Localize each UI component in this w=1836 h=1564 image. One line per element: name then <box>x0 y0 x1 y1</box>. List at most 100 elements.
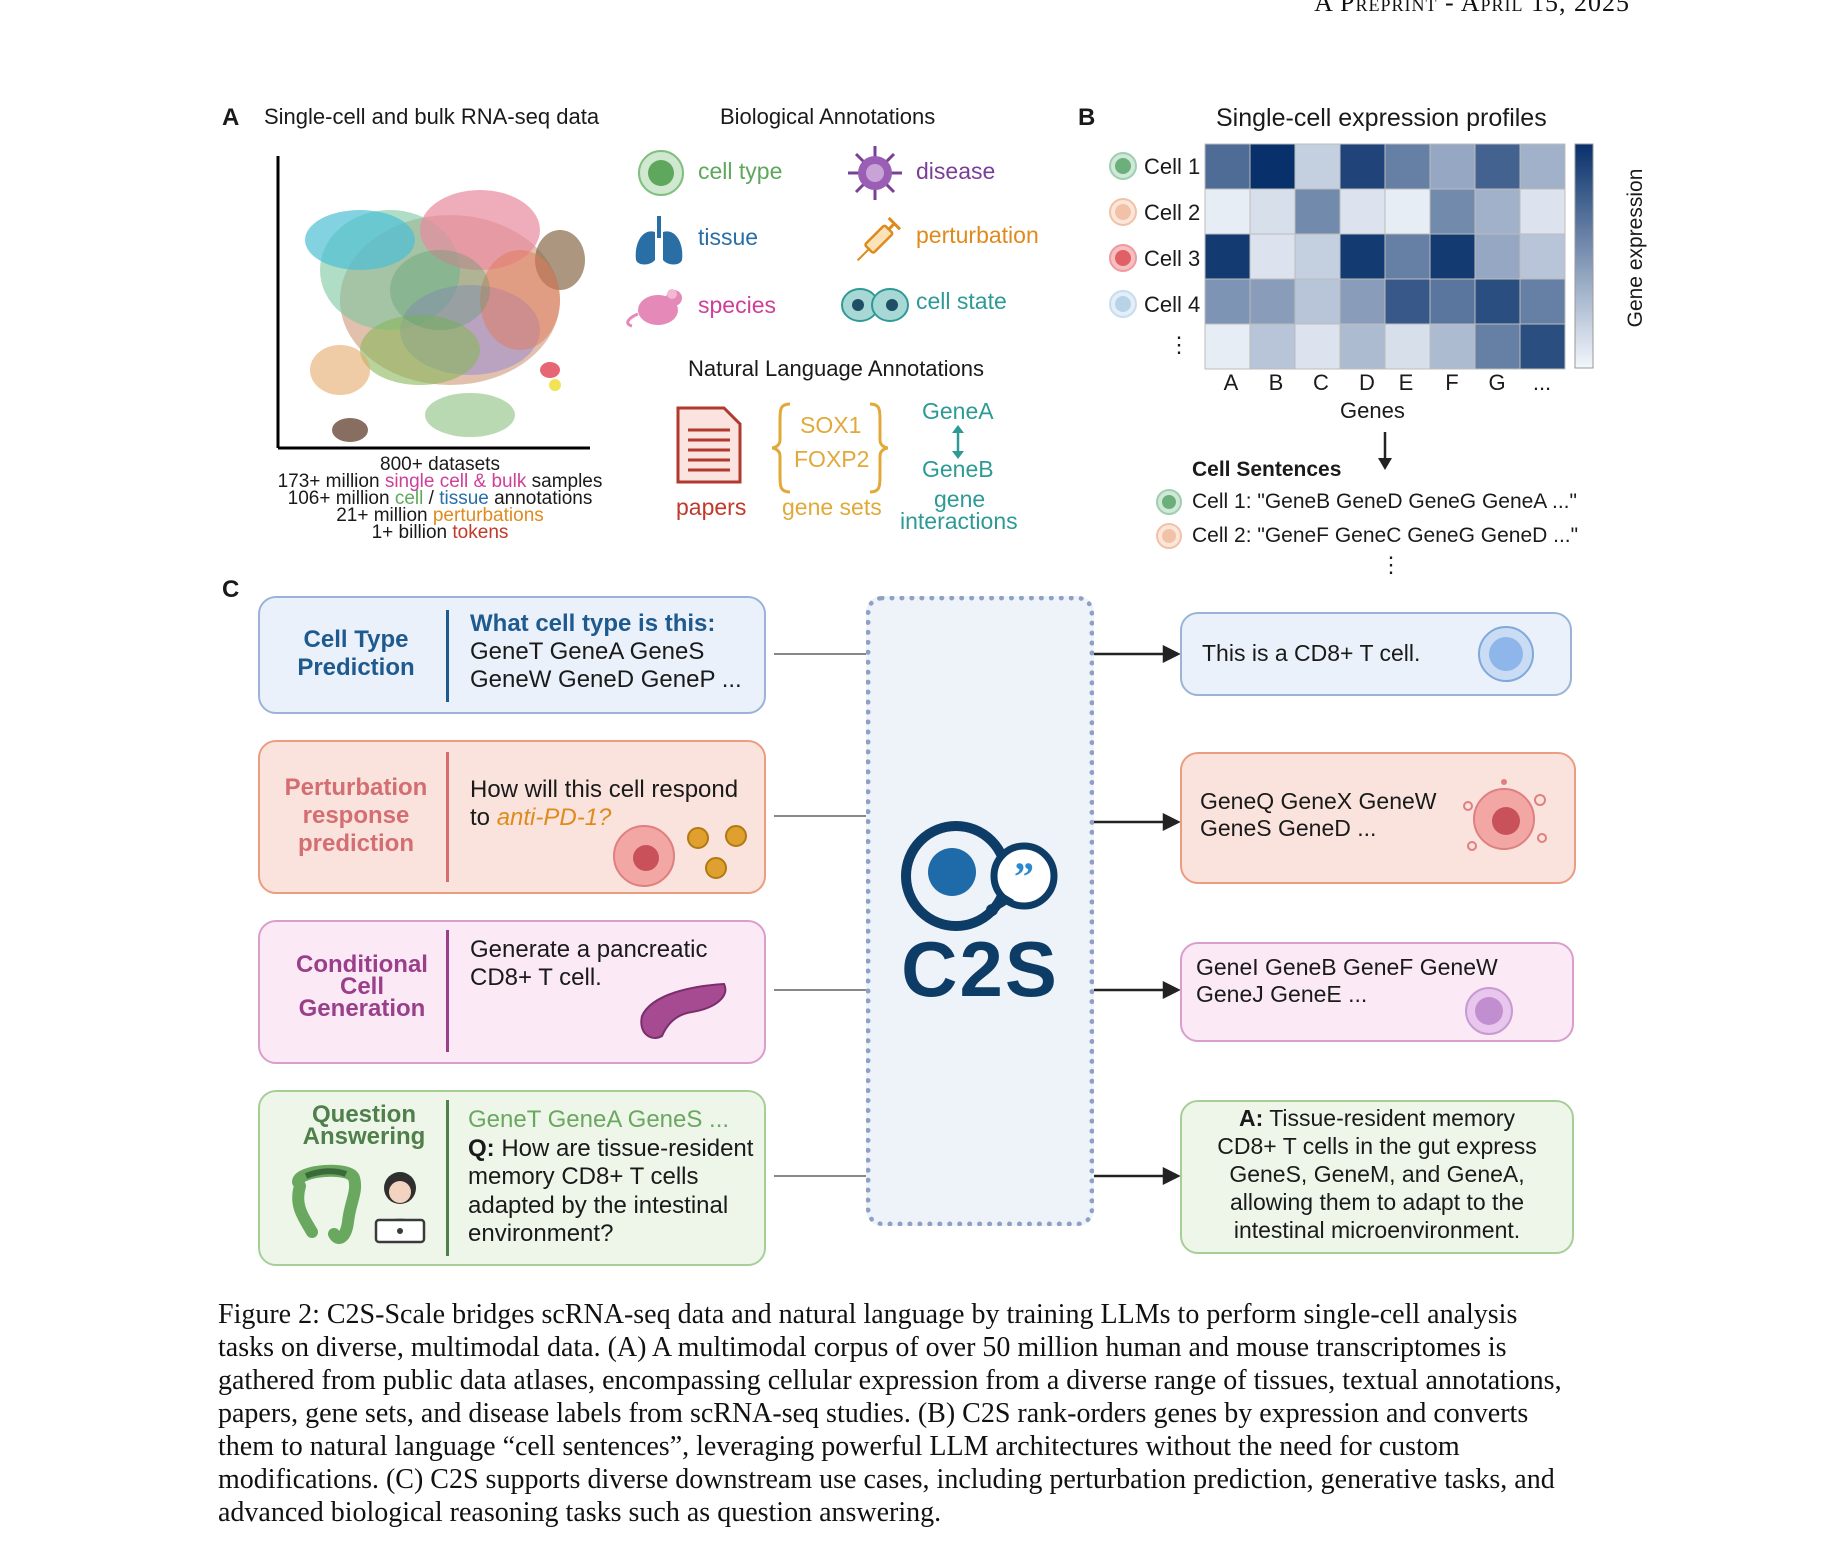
task-cell-type-query: What cell type is this: GeneT GeneA Gene… <box>470 610 742 693</box>
pancreas-icon <box>640 982 727 1039</box>
heatmap-cell <box>1384 323 1431 370</box>
perturbation-label: perturbation <box>916 222 1039 248</box>
heatmap-cell <box>1474 143 1521 190</box>
output-arrows <box>1094 644 1180 1186</box>
gene-tick-e: E <box>1398 370 1414 395</box>
stat-annotations: 106+ million cell / tissue annotations <box>287 488 593 509</box>
lung-icon <box>635 216 683 265</box>
stat-tokens: 1+ billion tokens <box>371 522 509 543</box>
cell-sentence-2: Cell 2: "GeneF GeneC GeneG GeneD ..." <box>1192 524 1579 547</box>
figure-caption: Figure 2: C2S-Scale bridges scRNA-seq da… <box>218 1298 1630 1529</box>
mouse-icon <box>626 289 682 328</box>
cell-type-icon <box>638 150 684 196</box>
panel-c-letter: C <box>222 576 240 603</box>
running-header: A Preprint - April 15, 2025 <box>1314 0 1630 17</box>
heatmap-cell <box>1204 323 1251 370</box>
task-generation-divider <box>446 930 449 1052</box>
cell-sentence-1: Cell 1: "GeneB GeneD GeneG GeneA ..." <box>1192 490 1577 513</box>
heatmap-cell <box>1294 188 1341 235</box>
heatmap-cell <box>1384 278 1431 325</box>
heatmap-cell <box>1429 143 1476 190</box>
task-perturbation-query: How will this cell respond to anti-PD-1? <box>470 776 739 831</box>
species-label: species <box>698 292 776 318</box>
cell-label-1: Cell 1 <box>1144 154 1201 179</box>
gene-tick-c: C <box>1313 370 1329 395</box>
gene-interactions-label-2: interactions <box>900 508 1018 534</box>
heatmap-cell <box>1519 143 1566 190</box>
gene-interactions-label-1: gene <box>934 486 986 512</box>
cell-ellipsis: ⋮ <box>1168 332 1190 357</box>
c2s-logo-text: C2S <box>901 925 1059 1013</box>
genes-axis-label: Genes <box>1340 398 1405 423</box>
nl-annotations-title: Natural Language Annotations <box>688 356 985 381</box>
heatmap-cell <box>1204 143 1251 190</box>
caption-line: tasks on diverse, multimodal data. (A) A… <box>218 1332 1507 1363</box>
stat-samples: 173+ million single cell & bulk samples <box>277 471 603 492</box>
answer-qa-box <box>1180 1100 1574 1254</box>
gene-tick-g: G <box>1488 370 1506 395</box>
task-cell-type-divider <box>446 610 449 702</box>
intestine-and-researcher-icon <box>292 1164 426 1244</box>
panel-b-title: Single-cell expression profiles <box>1216 104 1547 132</box>
cell-state-label: cell state <box>916 288 1007 314</box>
heatmap-cell <box>1249 143 1296 190</box>
sentence-ellipsis: ⋮ <box>1380 552 1402 577</box>
disease-icon <box>848 146 902 200</box>
heatmap-cell <box>1294 323 1341 370</box>
gene-set-item-2: FOXP2 <box>794 446 870 472</box>
embedding-plot <box>276 156 590 450</box>
gene-a-label: GeneA <box>922 398 994 424</box>
dataset-stats: 800+ datasets 173+ million single cell &… <box>250 454 630 543</box>
svg-text:”: ” <box>1014 854 1034 899</box>
gene-sets-braces <box>771 402 889 494</box>
gene-set-item-1: SOX1 <box>800 412 862 438</box>
heatmap-cell <box>1339 188 1386 235</box>
gene-tick-b: B <box>1268 370 1284 395</box>
task-qa-divider <box>446 1100 449 1256</box>
heatmap-cell <box>1519 233 1566 280</box>
heatmap-cell <box>1339 143 1386 190</box>
bio-annotations-title: Biological Annotations <box>720 104 936 129</box>
task-qa-query: GeneT GeneA GeneS ... Q: How are tissue-… <box>468 1106 754 1247</box>
gene-tick-d: D <box>1359 370 1375 395</box>
caption-line: gathered from public data atlases, encom… <box>218 1365 1562 1396</box>
cell-sentences-title: Cell Sentences <box>1192 458 1342 481</box>
answer-generation-box <box>1180 942 1574 1042</box>
heatmap-cell <box>1384 188 1431 235</box>
answer-cell-type-text: This is a CD8+ T cell. <box>1202 640 1421 666</box>
stat-perturbations: 21+ million perturbations <box>336 505 544 526</box>
heatmap-cell <box>1474 188 1521 235</box>
colorbar-label: Gene expression <box>1624 168 1647 328</box>
heatmap-cell <box>1429 323 1476 370</box>
cell-label-4: Cell 4 <box>1144 292 1201 317</box>
caption-line: advanced biological reasoning tasks such… <box>218 1497 942 1528</box>
heatmap-cell <box>1474 233 1521 280</box>
tumor-cell-with-drug-icon <box>613 825 747 887</box>
sentence-markers <box>1156 489 1182 549</box>
heatmap-cell <box>1519 278 1566 325</box>
heatmap-cell <box>1429 278 1476 325</box>
c2s-logo-icon: ” <box>901 821 1058 931</box>
answer-qa-text: A: Tissue-resident memory CD8+ T cells i… <box>1217 1105 1537 1243</box>
heatmap-cell <box>1339 323 1386 370</box>
heatmap-cell <box>1294 278 1341 325</box>
panel-a-letter: A <box>222 104 240 131</box>
syringe-icon <box>856 216 902 262</box>
gene-b-label: GeneB <box>922 456 994 482</box>
stat-datasets: 800+ datasets <box>380 454 500 475</box>
heatmap-cell <box>1249 233 1296 280</box>
colorbar <box>1574 143 1594 369</box>
heatmap-cell <box>1429 188 1476 235</box>
heatmap-cell <box>1429 233 1476 280</box>
gene-tick-f: F <box>1445 370 1459 395</box>
heatmap-cell <box>1249 323 1296 370</box>
expression-heatmap <box>1204 143 1566 370</box>
pancreatic-t-cell-icon <box>1465 987 1513 1035</box>
